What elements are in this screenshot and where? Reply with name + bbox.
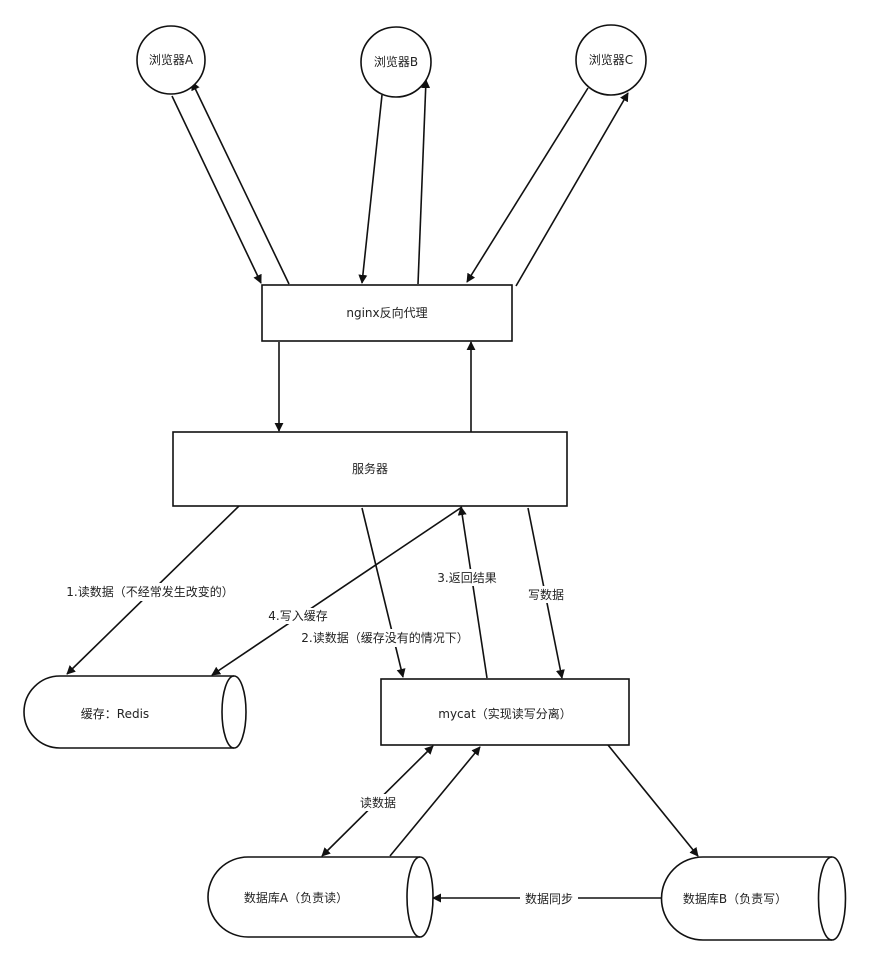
- edge-browser-c-to-nginx: [466, 87, 589, 283]
- edge-mycat-to-server-return: [457, 506, 488, 679]
- redis-node: 缓存：Redis: [23, 675, 247, 749]
- edge-browser-a-to-nginx: [171, 95, 262, 284]
- redis-label: 缓存：Redis: [81, 707, 149, 721]
- label-read-data: 读数据: [360, 795, 396, 810]
- edge-nginx-to-browser-a: [191, 81, 290, 285]
- label-data-sync: 数据同步: [525, 891, 573, 906]
- nodes: 浏览器A 浏览器B 浏览器C nginx反向代理 服务器 缓存：Redis: [23, 24, 847, 941]
- mycat-node: mycat（实现读写分离）: [380, 678, 630, 746]
- edge-nginx-to-browser-c: [515, 92, 629, 287]
- nginx-node: nginx反向代理: [261, 284, 513, 342]
- browser-c-label: 浏览器C: [589, 52, 633, 67]
- label-write-cache: 4.写入缓存: [268, 609, 327, 623]
- server-node: 服务器: [172, 431, 568, 507]
- db-a-node: 数据库A（负责读）: [207, 856, 434, 938]
- db-b-label: 数据库B（负责写）: [683, 891, 787, 906]
- browser-a-label: 浏览器A: [149, 52, 194, 67]
- edge-mycat-to-db-b: [607, 744, 699, 857]
- server-label: 服务器: [352, 461, 388, 476]
- mycat-label: mycat（实现读写分离）: [438, 706, 571, 721]
- browser-c-node: 浏览器C: [575, 24, 647, 96]
- edge-server-to-mycat-read: [361, 507, 406, 678]
- db-b-node: 数据库B（负责写）: [660, 856, 847, 941]
- edge-nginx-to-browser-b: [417, 79, 431, 285]
- browser-a-node: 浏览器A: [136, 25, 206, 95]
- label-read-db: 2.读数据（缓存没有的情况下）: [301, 630, 468, 645]
- nginx-label: nginx反向代理: [346, 305, 427, 320]
- label-read-cache: 1.读数据（不经常发生改变的）: [66, 584, 233, 599]
- edge-browser-b-to-nginx: [358, 94, 383, 284]
- edge-db-a-to-mycat: [389, 746, 481, 857]
- browser-b-label: 浏览器B: [374, 54, 418, 69]
- edge-server-to-redis-write: [211, 506, 463, 676]
- label-return-result: 3.返回结果: [437, 571, 496, 585]
- edge-labels: 1.读数据（不经常发生改变的） 4.写入缓存 2.读数据（缓存没有的情况下） 3…: [60, 569, 578, 907]
- label-write-data: 写数据: [528, 587, 564, 602]
- db-a-label: 数据库A（负责读）: [244, 890, 348, 905]
- browser-b-node: 浏览器B: [360, 26, 432, 98]
